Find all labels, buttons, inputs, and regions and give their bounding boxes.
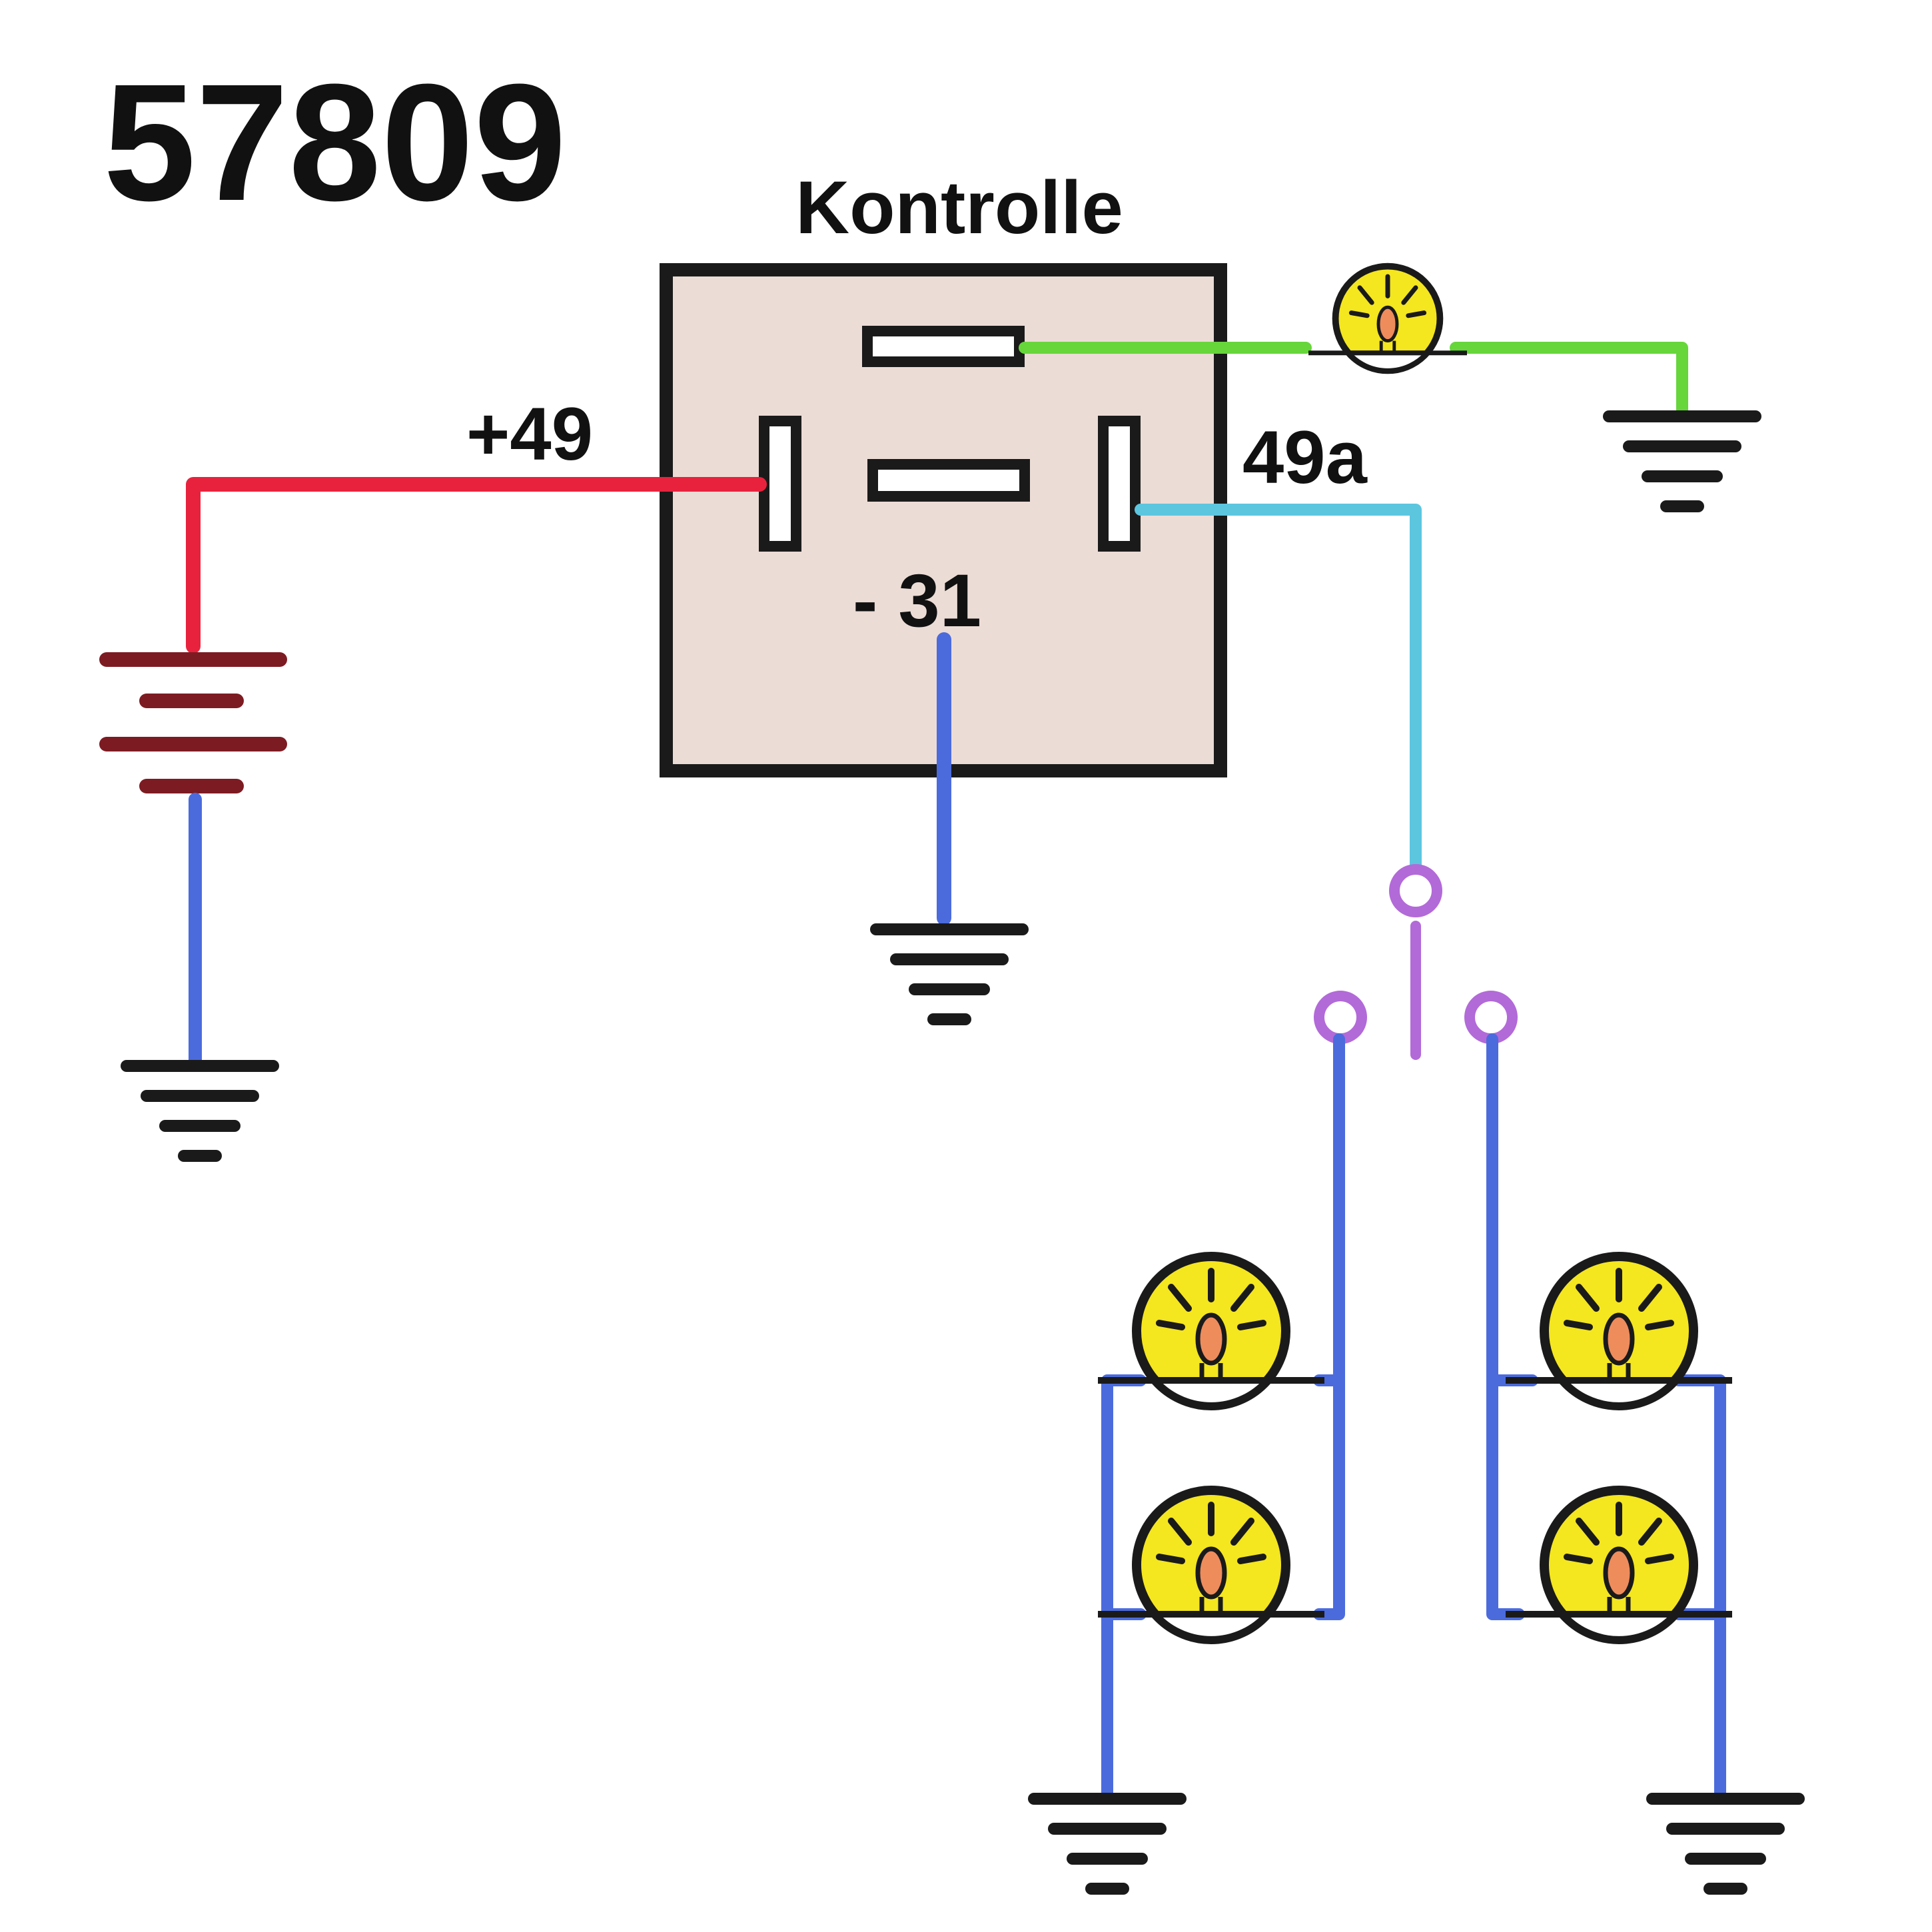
lamp-rear-left bbox=[1098, 1490, 1324, 1640]
lamp-front-right bbox=[1506, 1256, 1732, 1406]
right-feed-wire bbox=[1486, 1033, 1525, 1620]
indicator-lamp bbox=[1308, 266, 1467, 371]
left-feed-wire bbox=[1313, 1033, 1345, 1620]
ground-symbol-left-lamps bbox=[1034, 1799, 1181, 1889]
relay-pin-indicator bbox=[862, 326, 1025, 367]
terminal-label-31: - 31 bbox=[853, 559, 981, 642]
relay-pin-31 bbox=[867, 459, 1030, 502]
ground-symbol-right-lamps bbox=[1652, 1799, 1799, 1889]
terminal-label-49a: 49a bbox=[1242, 416, 1368, 499]
ground-symbol-indicator bbox=[1609, 416, 1755, 506]
battery-symbol bbox=[99, 652, 287, 793]
turn-signal-switch bbox=[1314, 864, 1518, 1060]
lamp-front-left bbox=[1098, 1256, 1324, 1406]
ground-symbol-relay bbox=[876, 929, 1023, 1019]
relay-pin-49 bbox=[759, 416, 801, 552]
part-number-title: 57809 bbox=[103, 49, 566, 235]
lamp-rear-right bbox=[1506, 1490, 1732, 1640]
relay-label: Kontrolle bbox=[795, 166, 1123, 249]
ground-symbol-battery bbox=[127, 1066, 273, 1156]
output-wire-49a bbox=[1135, 504, 1422, 874]
terminal-label-plus49: +49 bbox=[466, 392, 593, 476]
relay-pin-49a bbox=[1098, 416, 1141, 552]
supply-wire bbox=[186, 477, 767, 654]
indicator-ground-wire bbox=[1450, 342, 1688, 418]
